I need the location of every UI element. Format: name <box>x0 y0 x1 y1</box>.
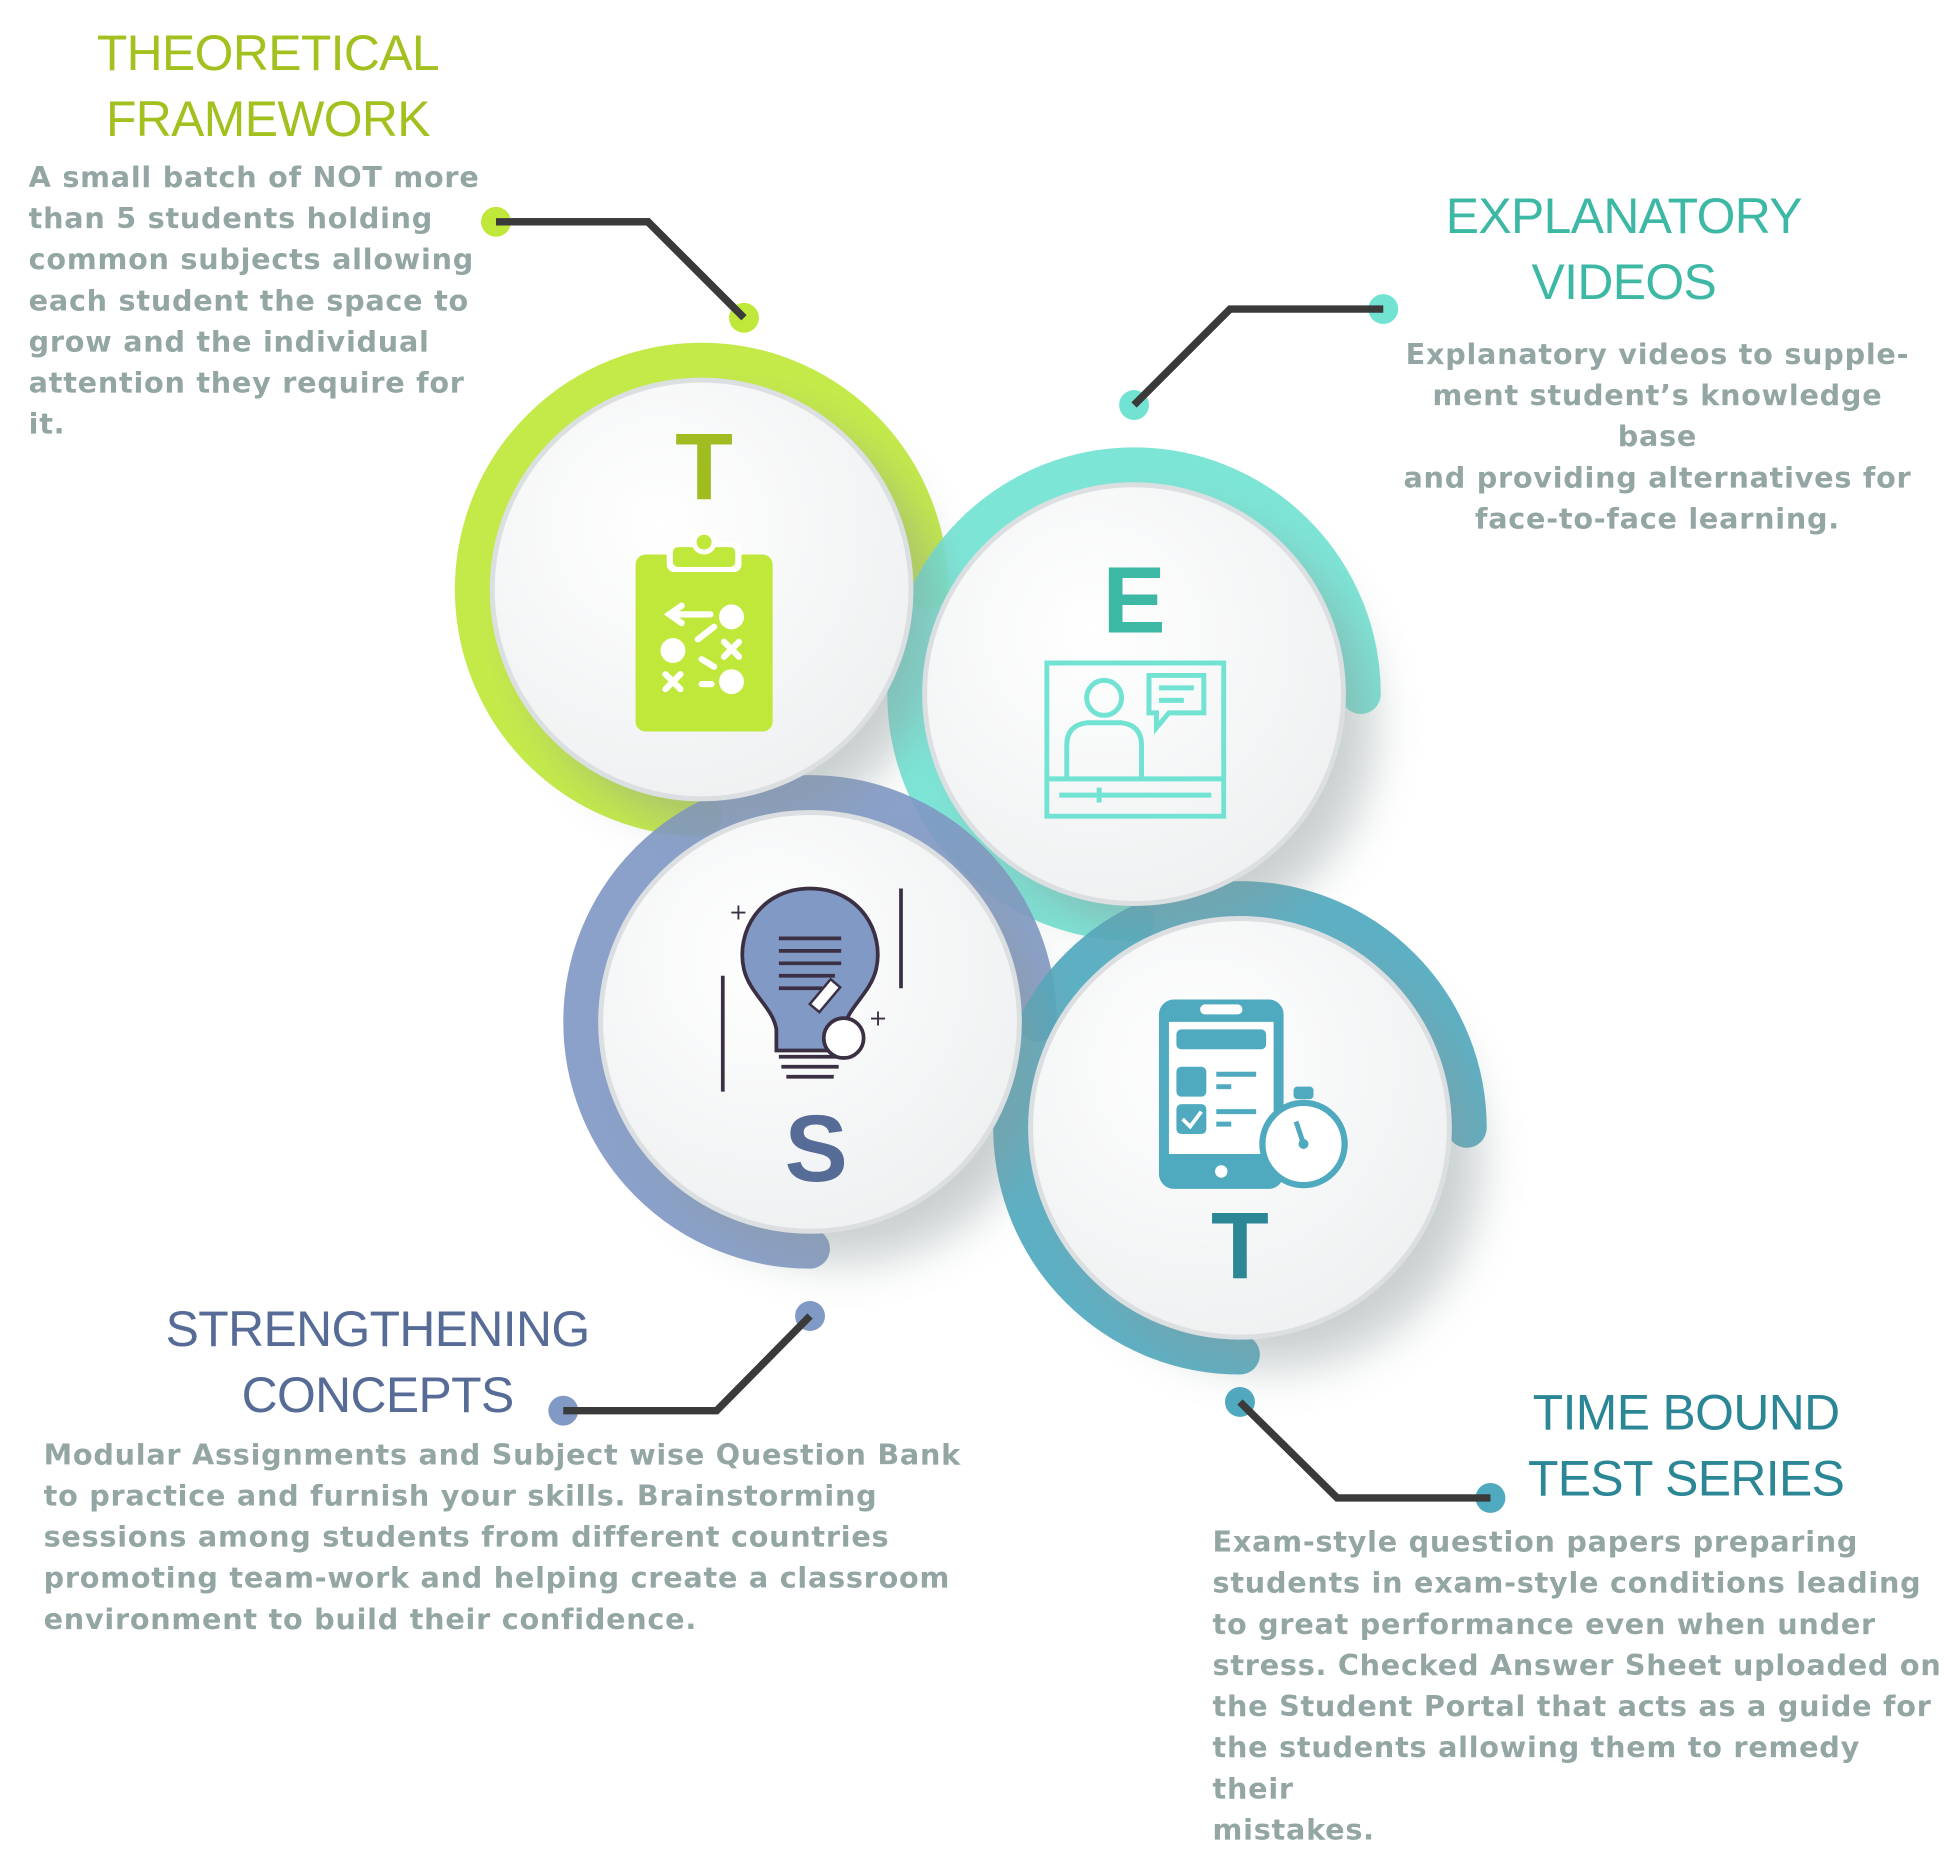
disc-e <box>922 482 1346 906</box>
letter-s: S <box>784 1096 848 1202</box>
ring-arc-t1 <box>454 342 949 837</box>
ring-arc-t2 <box>993 881 1487 1375</box>
connector-t1 <box>481 206 759 333</box>
svg-text:+: + <box>729 900 748 926</box>
letter-e: E <box>1102 547 1166 654</box>
lightbulb-idea-icon: ++ <box>720 886 903 1092</box>
letter-t2: T <box>1211 1193 1269 1300</box>
svg-text:+: + <box>869 1006 888 1032</box>
clipboard-strategy-icon <box>635 529 773 732</box>
strengthening-concepts-description: Modular Assignments and Subject wise Que… <box>43 1439 961 1637</box>
video-lecture-icon <box>1044 660 1227 819</box>
ring-arc-s <box>563 775 1057 1269</box>
connector-e <box>1119 294 1399 420</box>
phone-stopwatch-icon <box>1158 999 1348 1189</box>
connector-s <box>548 1301 825 1426</box>
explanatory-videos-description: Explanatory videos to supple-ment studen… <box>1403 338 1912 536</box>
letter-t1: T <box>675 414 734 521</box>
connector-t2 <box>1225 1387 1506 1513</box>
